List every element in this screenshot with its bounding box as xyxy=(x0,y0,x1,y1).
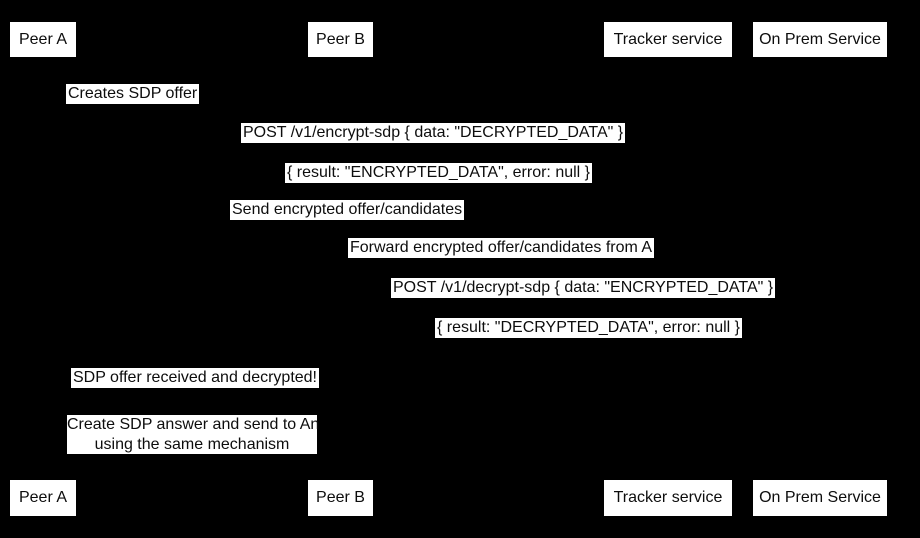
message-post-decrypt-sdp: POST /v1/decrypt-sdp { data: "ENCRYPTED_… xyxy=(391,278,776,298)
participant-bottom-peer-b: Peer B xyxy=(308,480,373,516)
message-creates-sdp-offer: Creates SDP offer xyxy=(66,84,200,104)
participant-top-tracker-service: Tracker service xyxy=(604,22,732,57)
message-forward-encrypted-offer: Forward encrypted offer/candidates from … xyxy=(348,238,655,258)
participant-bottom-on-prem-service: On Prem Service xyxy=(753,480,887,516)
participant-top-peer-b: Peer B xyxy=(308,22,373,57)
message-send-encrypted-offer: Send encrypted offer/candidates xyxy=(230,200,465,220)
note-line-1: Create SDP answer and send to An xyxy=(67,416,320,433)
note-line-2: using the same mechanism xyxy=(94,435,290,453)
message-sdp-offer-received: SDP offer received and decrypted! xyxy=(71,368,319,388)
participant-bottom-peer-a: Peer A xyxy=(10,480,76,516)
participant-bottom-tracker-service: Tracker service xyxy=(604,480,732,516)
participant-top-peer-a: Peer A xyxy=(10,22,76,57)
message-encrypt-result: { result: "ENCRYPTED_DATA", error: null … xyxy=(285,163,593,183)
message-decrypt-result: { result: "DECRYPTED_DATA", error: null … xyxy=(435,318,743,338)
participant-top-on-prem-service: On Prem Service xyxy=(753,22,887,57)
message-post-encrypt-sdp: POST /v1/encrypt-sdp { data: "DECRYPTED_… xyxy=(241,123,626,143)
note-create-sdp-answer: Create SDP answer and send to An using t… xyxy=(67,415,320,454)
